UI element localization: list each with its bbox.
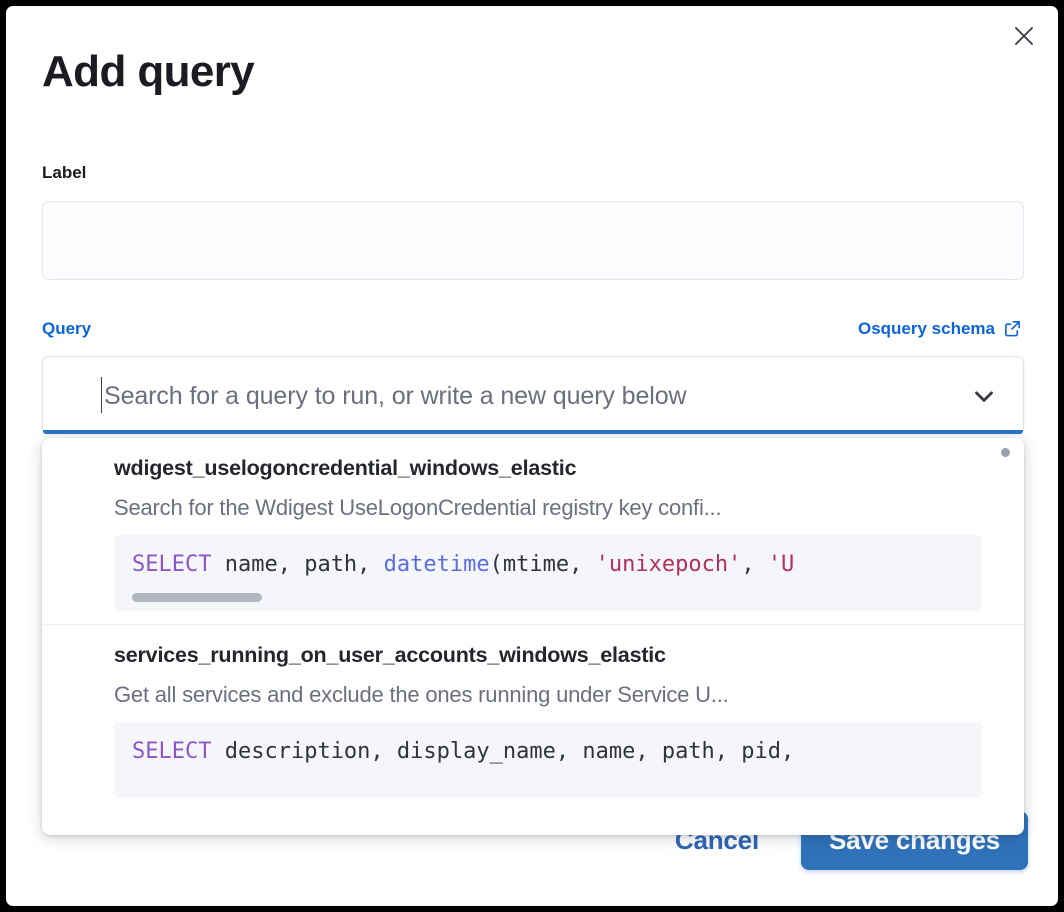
query-options-dropdown[interactable]: wdigest_uselogoncredential_windows_elast…	[42, 438, 1024, 835]
option-title: services_running_on_user_accounts_window…	[114, 643, 666, 667]
sql-token: (mtime,	[489, 552, 596, 577]
text-caret	[101, 377, 102, 413]
query-search-combobox[interactable]: Search for a query to run, or write a ne…	[42, 356, 1024, 434]
label-input[interactable]	[42, 201, 1024, 280]
add-query-modal: Add query Label Query Osquery schema Sea…	[6, 6, 1058, 906]
option-divider	[42, 624, 1024, 625]
option-description: Search for the Wdigest UseLogonCredentia…	[114, 495, 722, 520]
sql-token: 'unixepoch'	[595, 552, 742, 577]
external-link-icon	[1003, 319, 1022, 339]
sql-token: description, display_name, name, path, p…	[211, 739, 795, 764]
option-sql-preview: SELECT description, display_name, name, …	[114, 722, 982, 798]
option-sql-preview: SELECT name, path, datetime(mtime, 'unix…	[114, 535, 982, 611]
option-title: wdigest_uselogoncredential_windows_elast…	[114, 456, 577, 480]
sql-code-line: SELECT name, path, datetime(mtime, 'unix…	[132, 551, 982, 579]
close-icon	[1012, 24, 1036, 48]
dropdown-scrollbar[interactable]	[1001, 448, 1010, 457]
label-field-label: Label	[42, 163, 87, 182]
sql-code-line: SELECT description, display_name, name, …	[132, 738, 982, 766]
sql-token: SELECT	[132, 552, 212, 577]
query-field-label: Query	[42, 319, 92, 338]
sql-token: name, path,	[211, 552, 384, 577]
query-option-list: wdigest_uselogoncredential_windows_elast…	[42, 438, 1024, 798]
option-description: Get all services and exclude the ones ru…	[114, 682, 729, 707]
close-button[interactable]	[1004, 16, 1044, 56]
sql-token: SELECT	[132, 739, 212, 764]
chevron-down-icon[interactable]	[969, 357, 999, 435]
page-title: Add query	[42, 47, 255, 96]
sql-token: datetime	[383, 552, 490, 577]
list-item[interactable]: services_running_on_user_accounts_window…	[42, 625, 1024, 798]
osquery-schema-link-label: Osquery schema	[857, 319, 995, 338]
query-search-placeholder: Search for a query to run, or write a ne…	[104, 381, 687, 410]
sql-token: 'U	[767, 552, 795, 577]
sql-token: ,	[741, 552, 768, 577]
code-horizontal-scrollbar[interactable]	[132, 593, 262, 602]
osquery-schema-link[interactable]: Osquery schema	[858, 319, 1022, 339]
list-item[interactable]: wdigest_uselogoncredential_windows_elast…	[42, 438, 1024, 611]
